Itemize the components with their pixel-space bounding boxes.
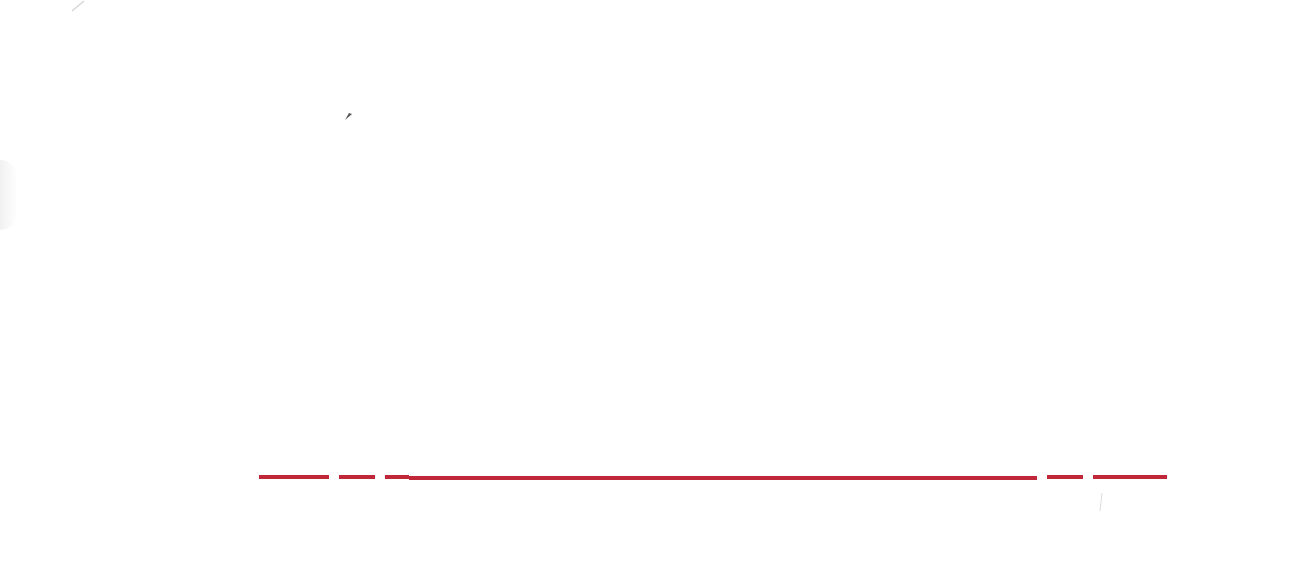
accent-rule [259, 475, 1167, 480]
left-edge-glint [0, 160, 18, 230]
accent-rule-segment-1 [259, 475, 329, 479]
accent-rule-segment-3 [385, 475, 409, 479]
accent-rule-segment-5 [1047, 475, 1083, 479]
accent-rule-segment-4 [409, 476, 1037, 480]
accent-rule-segment-6 [1093, 475, 1167, 479]
accent-rule-segment-2 [339, 475, 375, 479]
faint-tick-mark [1099, 492, 1103, 512]
mouse-pointer-icon [345, 113, 352, 120]
corner-stroke-mark [71, 0, 85, 12]
